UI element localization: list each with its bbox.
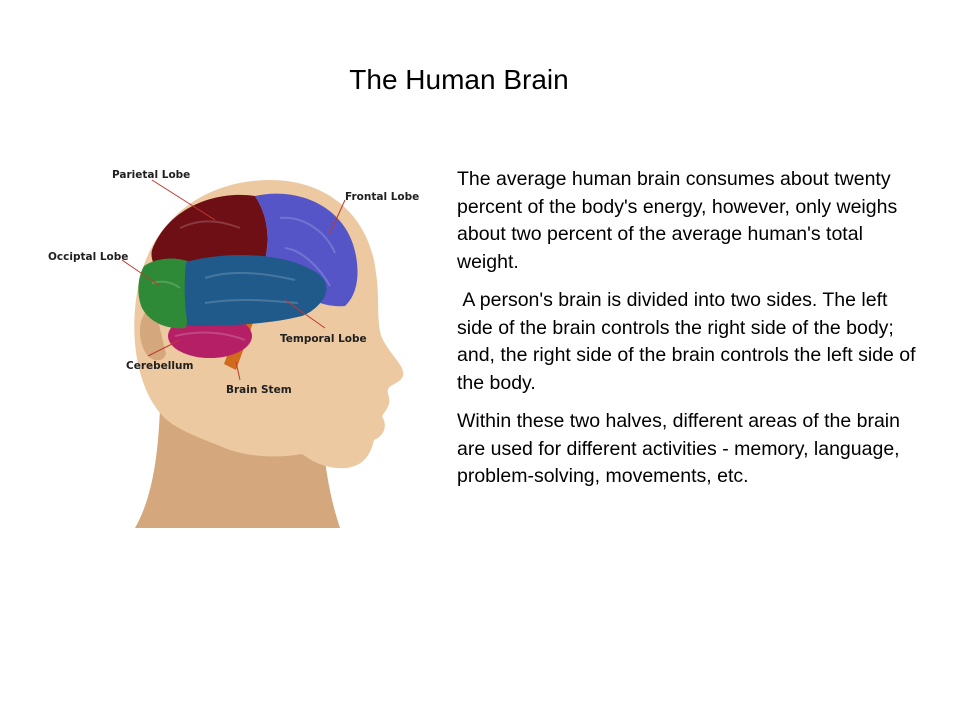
- label-brain-stem: Brain Stem: [226, 384, 292, 396]
- label-temporal-lobe: Temporal Lobe: [280, 333, 367, 345]
- label-frontal-lobe: Frontal Lobe: [345, 191, 419, 203]
- label-parietal-lobe: Parietal Lobe: [112, 169, 190, 181]
- slide-title: The Human Brain: [349, 64, 569, 95]
- brain-diagram-svg: Parietal Lobe Frontal Lobe Occiptal Lobe…: [40, 158, 430, 528]
- body-text: The average human brain consumes about t…: [457, 166, 927, 502]
- occipital-lobe-region: [138, 258, 190, 329]
- paragraph-sides: A person's brain is divided into two sid…: [457, 289, 921, 394]
- temporal-lobe-region: [184, 255, 327, 326]
- paragraph-areas: Within these two halves, different areas…: [457, 410, 900, 487]
- label-cerebellum: Cerebellum: [126, 360, 193, 372]
- brain-diagram: Parietal Lobe Frontal Lobe Occiptal Lobe…: [40, 158, 430, 528]
- label-occipital-lobe: Occiptal Lobe: [48, 251, 128, 263]
- label-pointers: [121, 179, 346, 381]
- parietal-lobe-region: [151, 194, 268, 273]
- paragraph-energy: The average human brain consumes about t…: [457, 168, 898, 273]
- ear-shape: [139, 308, 166, 361]
